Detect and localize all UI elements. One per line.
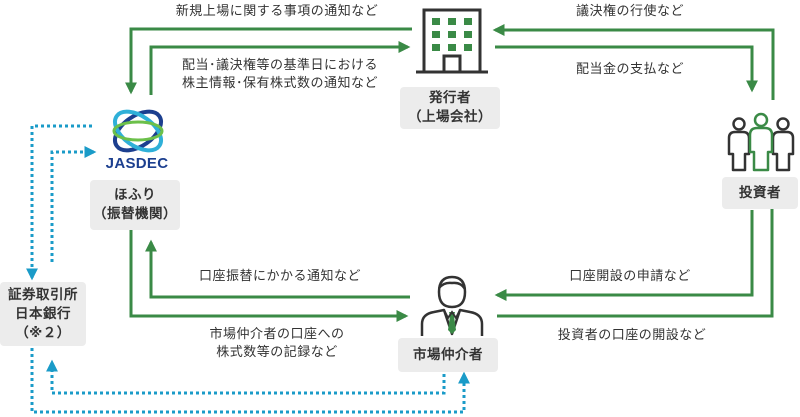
clearing-subtitle: 日本銀行 — [15, 305, 71, 322]
label-hofuri-to-issuer-line2: 株主情報･保有株式数の通知など — [181, 76, 378, 91]
issuer-subtitle: （上場会社） — [408, 109, 492, 125]
arrow-investor-to-intermediary — [494, 210, 754, 301]
label-hofuri-to-intermediary: 市場仲介者の口座への 株式数等の記録など — [172, 326, 382, 362]
arrow-hofuri-to-intermediary — [129, 230, 409, 322]
jasdec-logo-icon: JASDEC — [106, 109, 169, 172]
label-hofuri-to-issuer-line1: 配当･議決権等の基準日における — [181, 58, 378, 73]
hofuri-title: ほふり — [114, 187, 156, 203]
intermediary-box: 市場仲介者 — [398, 338, 498, 372]
label-issuer-to-investor: 配当金の支払など — [575, 62, 684, 77]
issuer-box: 発行者 （上場会社） — [400, 87, 500, 129]
arrow-intermediary-to-investor — [497, 189, 778, 318]
arrow-hofuri-to-issuer — [149, 41, 411, 95]
clearing-note: （※２） — [15, 324, 71, 341]
jasdec-logo-text: JASDEC — [106, 155, 169, 172]
intermediary-title: 市場仲介者 — [413, 346, 483, 363]
issuer-title: 発行者 — [429, 90, 471, 106]
label-hofuri-to-issuer: 配当･議決権等の基準日における 株主情報･保有株式数の通知など — [160, 57, 400, 93]
dotted-clearing-to-hofuri — [50, 146, 97, 262]
dotted-intermediary-to-clearing — [46, 359, 446, 395]
arrow-issuer-to-investor — [495, 45, 758, 93]
label-issuer-to-hofuri: 新規上場に関する事項の通知など — [175, 4, 379, 19]
arrow-issuer-to-hofuri — [125, 27, 412, 95]
label-hofuri-to-intermediary-line1: 市場仲介者の口座への — [209, 327, 345, 342]
building-icon — [416, 8, 488, 74]
dotted-clearing-to-intermediary — [30, 348, 470, 414]
investor-title: 投資者 — [739, 184, 781, 201]
label-investor-to-issuer: 議決権の行使など — [575, 4, 684, 19]
clearing-box: 証券取引所 日本銀行 （※２） — [0, 282, 86, 346]
investors-icon — [727, 112, 795, 172]
arrow-investor-to-issuer — [492, 24, 775, 100]
clearing-title: 証券取引所 — [8, 286, 78, 303]
dotted-hofuri-to-clearing — [26, 124, 92, 281]
label-investor-to-intermediary: 口座開設の申請など — [569, 269, 691, 284]
label-intermediary-to-hofuri: 口座振替にかかる通知など — [198, 269, 361, 284]
businessman-icon — [420, 275, 484, 336]
hofuri-subtitle: （振替機関） — [93, 206, 177, 222]
label-hofuri-to-intermediary-line2: 株式数等の記録など — [216, 345, 338, 360]
investor-box: 投資者 — [722, 177, 798, 209]
hofuri-box: ほふり （振替機関） — [90, 180, 180, 230]
arrow-intermediary-to-hofuri — [145, 239, 410, 299]
label-intermediary-to-investor: 投資者の口座の開設など — [557, 328, 707, 343]
